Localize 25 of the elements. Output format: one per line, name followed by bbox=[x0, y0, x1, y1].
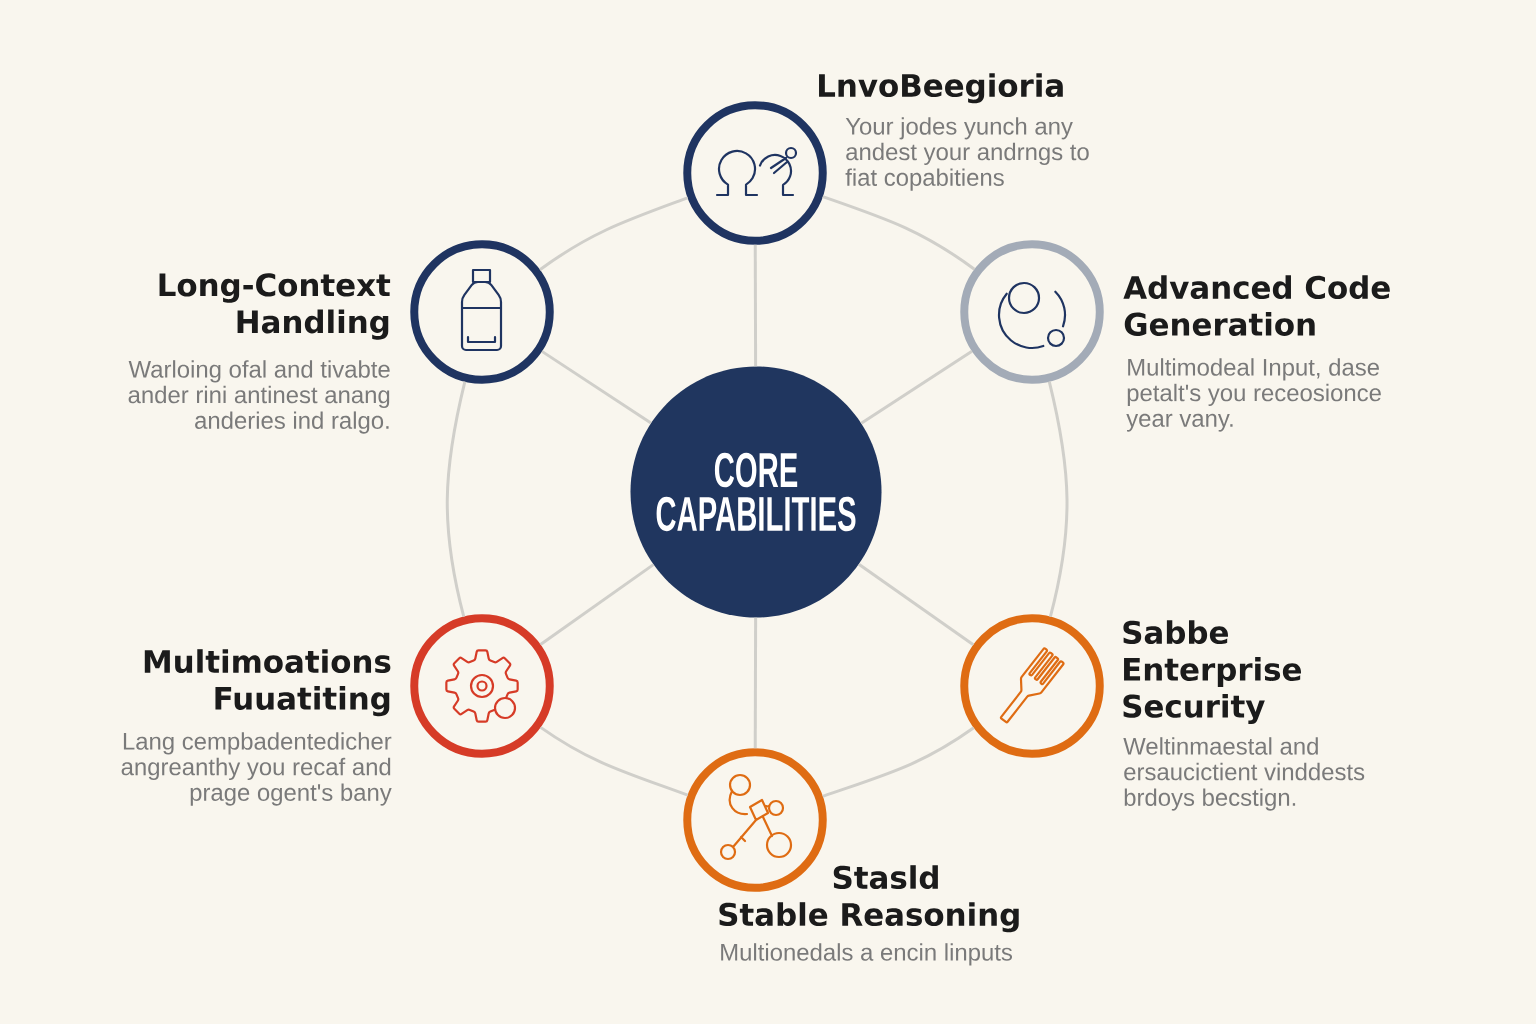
heading: Long-Context Handling bbox=[159, 273, 391, 340]
connector-line bbox=[539, 196, 689, 271]
description: Multimodeal Input, dase petalt's you receosionce year vany. bbox=[1126, 358, 1381, 432]
description: Your jodes yunch any andest your andrngs to fiat copabitiens bbox=[845, 117, 1089, 191]
heading: LnvoBeegioria bbox=[819, 73, 1063, 104]
heading: Stable Reasoning bbox=[719, 902, 1019, 933]
connector-line bbox=[539, 726, 689, 797]
description: Lang cempbadentedicher angreanthy you recaf and prage ogent's bany bbox=[121, 732, 392, 806]
heading: Stasld bbox=[833, 865, 938, 890]
connector-line bbox=[1047, 381, 1069, 618]
connector-line bbox=[858, 563, 975, 646]
heading: Multimoations Fuuatiting bbox=[144, 649, 391, 717]
connector-line bbox=[539, 563, 655, 646]
description: Weltinmaestal and ersaucictient vinddests brdoys becstign. bbox=[1123, 737, 1365, 811]
connector-line bbox=[860, 349, 973, 425]
connector-line bbox=[445, 381, 467, 617]
connector-line bbox=[822, 726, 975, 798]
description: Warloing ofal and tivabte ander rini antinest anang anderies ind ralgo. bbox=[128, 360, 390, 434]
connector-line bbox=[822, 195, 976, 271]
connector-line bbox=[753, 617, 758, 749]
connector-line bbox=[753, 244, 758, 367]
heading: Advanced Code Generation bbox=[1123, 275, 1390, 336]
connector-line bbox=[541, 350, 652, 425]
description: Multionedals a encin linputs bbox=[721, 943, 1012, 966]
heading: Sabbe Enterprise Security bbox=[1123, 620, 1301, 725]
